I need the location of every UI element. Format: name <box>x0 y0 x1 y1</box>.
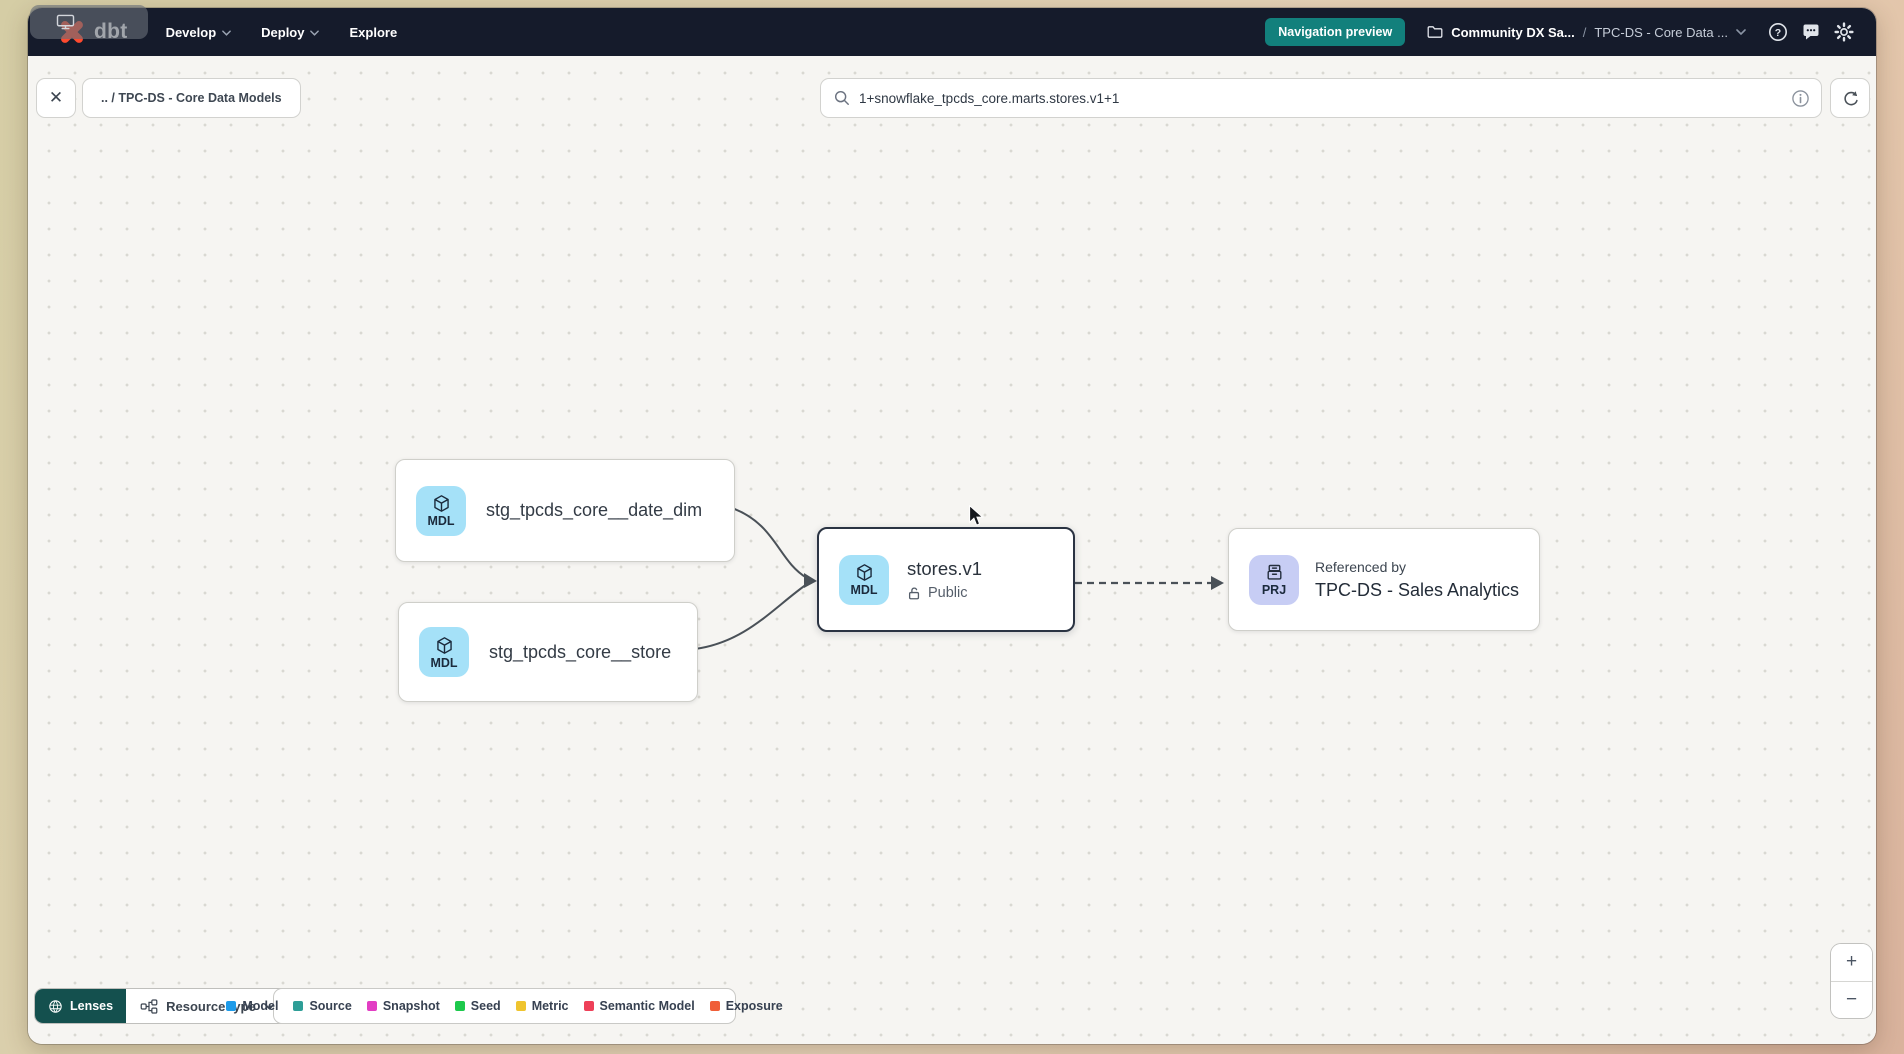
breadcrumb-project: Community DX Sa... <box>1451 24 1575 40</box>
svg-text:?: ? <box>1775 27 1781 39</box>
model-cube-icon <box>433 495 449 513</box>
legend-item-source: Source <box>293 999 352 1013</box>
close-icon: ✕ <box>48 88 64 107</box>
menu-explore[interactable]: Explore <box>349 25 397 40</box>
breadcrumb[interactable]: Community DX Sa... / TPC-DS - Core Data … <box>1427 25 1746 40</box>
menu-develop[interactable]: Develop <box>166 25 232 40</box>
legend-swatch <box>583 1001 594 1011</box>
folder-icon <box>1427 26 1443 38</box>
model-badge: MDL <box>419 627 469 677</box>
node-stg-tpcds-core-store[interactable]: MDL stg_tpcds_core__store <box>398 602 698 702</box>
legend-swatch <box>293 1001 304 1011</box>
node-access: Public <box>907 585 982 601</box>
navbar-right: Navigation preview Community DX Sa... / … <box>1265 18 1854 46</box>
monitor-icon <box>56 14 75 30</box>
menu-develop-label: Develop <box>165 24 217 40</box>
lineage-canvas[interactable]: ✕ .. / TPC-DS - Core Data Models <box>28 56 1876 1044</box>
screenshare-overlay-pill[interactable] <box>30 5 148 39</box>
project-icon <box>1267 565 1281 580</box>
project-badge: PRJ <box>1249 554 1299 605</box>
resource-type-legend: Model Source Snapshot Seed Metric Semant… <box>226 988 783 1024</box>
node-label: stg_tpcds_core__store <box>489 641 672 662</box>
legend-swatch <box>454 1001 465 1011</box>
zoom-controls: + − <box>1830 943 1873 1019</box>
legend-swatch <box>366 1001 377 1011</box>
main-menu: Develop Deploy Explore <box>166 25 398 40</box>
badge-label: PRJ <box>1261 583 1287 598</box>
mouse-cursor-icon <box>969 505 984 526</box>
node-label: stores.v1 <box>907 558 983 579</box>
menu-deploy[interactable]: Deploy <box>261 24 320 40</box>
chevron-down-icon <box>222 29 231 36</box>
refresh-button[interactable] <box>1830 78 1870 118</box>
close-button[interactable]: ✕ <box>36 78 76 118</box>
menu-explore-label: Explore <box>349 24 398 40</box>
legend-item-metric: Metric <box>515 999 569 1013</box>
legend-swatch <box>709 1001 720 1011</box>
chevron-down-icon[interactable] <box>1736 29 1746 35</box>
legend-item-exposure: Exposure <box>709 999 783 1013</box>
legend-swatch <box>515 1001 526 1011</box>
lenses-label: Lenses <box>70 999 114 1013</box>
refresh-icon <box>1843 90 1858 105</box>
model-badge: MDL <box>839 554 889 605</box>
search-input[interactable] <box>859 90 1781 106</box>
chevron-down-icon <box>263 1002 275 1010</box>
navbar-icons: ? <box>1768 22 1854 42</box>
legend-swatch <box>226 1001 237 1011</box>
legend-item-seed: Seed <box>454 999 501 1013</box>
model-badge: MDL <box>416 485 466 536</box>
lenses-button[interactable]: Lenses <box>35 989 127 1023</box>
breadcrumb-current: TPC-DS - Core Data ... <box>1594 24 1728 40</box>
badge-label: MDL <box>430 655 458 670</box>
legend-item-semantic-model: Semantic Model <box>583 999 695 1013</box>
node-label: stg_tpcds_core__date_dim <box>486 500 703 520</box>
plus-icon: + <box>1845 951 1858 973</box>
node-label: TPC-DS - Sales Analytics <box>1315 579 1520 600</box>
help-icon[interactable]: ? <box>1768 22 1788 42</box>
gear-icon[interactable] <box>1834 22 1854 42</box>
access-label: Public <box>928 585 968 601</box>
model-cube-icon <box>856 564 872 582</box>
lineage-breadcrumb-chip[interactable]: .. / TPC-DS - Core Data Models <box>82 78 301 118</box>
navigation-preview-badge[interactable]: Navigation preview <box>1265 18 1406 46</box>
model-cube-icon <box>436 636 452 654</box>
zoom-out-button[interactable]: − <box>1831 981 1872 1018</box>
referenced-by-caption: Referenced by <box>1315 558 1407 575</box>
chevron-down-icon <box>310 29 320 36</box>
minus-icon: − <box>1845 988 1858 1010</box>
lenses-icon <box>49 999 62 1013</box>
legend-item-snapshot: Snapshot <box>366 999 440 1013</box>
top-navbar: dbt Develop Deploy Explore Navigation pr… <box>28 8 1876 56</box>
node-stg-tpcds-core-date-dim[interactable]: MDL stg_tpcds_core__date_dim <box>395 459 735 562</box>
breadcrumb-separator: / <box>1582 24 1587 40</box>
badge-label: MDL <box>850 583 878 598</box>
node-referenced-by-project[interactable]: PRJ Referenced by TPC-DS - Sales Analyti… <box>1228 528 1540 631</box>
legend-item-model: Model <box>226 999 278 1013</box>
node-stores-v1[interactable]: MDL stores.v1 Public <box>817 527 1075 632</box>
search-icon <box>834 90 849 105</box>
dbt-app-window: dbt Develop Deploy Explore Navigation pr… <box>28 8 1876 1044</box>
lenses-control-group: Lenses Resource type <box>34 988 290 1024</box>
zoom-in-button[interactable]: + <box>1831 944 1872 982</box>
info-icon[interactable] <box>1791 89 1810 113</box>
badge-label: MDL <box>427 514 455 529</box>
menu-deploy-label: Deploy <box>261 24 305 40</box>
resource-type-icon <box>140 998 158 1014</box>
feedback-icon[interactable] <box>1801 22 1821 42</box>
unlock-icon <box>908 586 920 599</box>
lineage-search-bar <box>820 78 1822 118</box>
